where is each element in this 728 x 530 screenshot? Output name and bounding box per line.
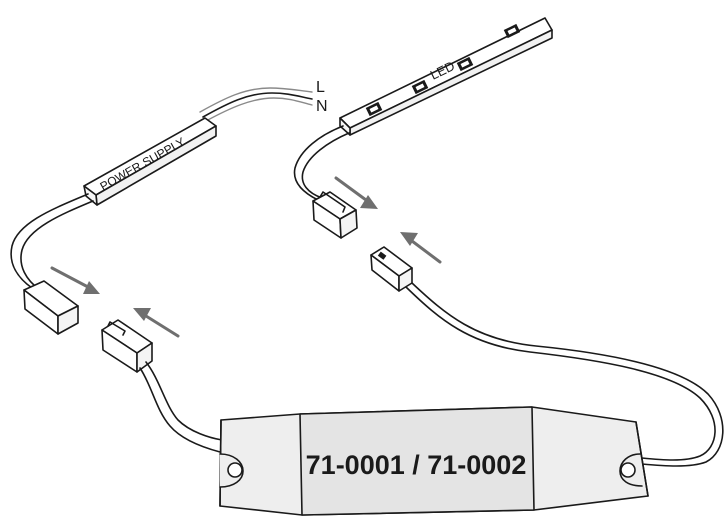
arrow-from-left-plug (133, 308, 180, 338)
led-chips (365, 23, 521, 117)
led-strip-wires (293, 125, 350, 201)
right-female-connector (312, 191, 358, 239)
led-chip (411, 79, 429, 95)
live-label: L (316, 79, 325, 96)
led-strip (339, 17, 553, 136)
mains-wires (199, 87, 313, 122)
arrow-from-right-plug (400, 232, 442, 264)
left-male-plug (101, 319, 153, 373)
neutral-label: N (316, 98, 328, 115)
right-plug-to-driver-wires (405, 282, 724, 467)
left-female-connector (23, 280, 79, 335)
right-male-plug (370, 246, 413, 292)
power-supply-output-wires (10, 193, 94, 291)
left-plug-to-driver-wires (139, 361, 223, 453)
arrow-to-left-connector (50, 266, 100, 294)
power-supply: POWER SUPPLY (83, 117, 217, 206)
power-supply-label: POWER SUPPLY (98, 135, 188, 194)
driver-part-number: 71-0001 / 71-0002 (306, 450, 527, 480)
led-chip (503, 23, 521, 39)
driver-module (219, 406, 649, 516)
led-chip (456, 56, 474, 72)
arrow-to-right-connector (334, 176, 378, 209)
led-chip (365, 101, 383, 117)
